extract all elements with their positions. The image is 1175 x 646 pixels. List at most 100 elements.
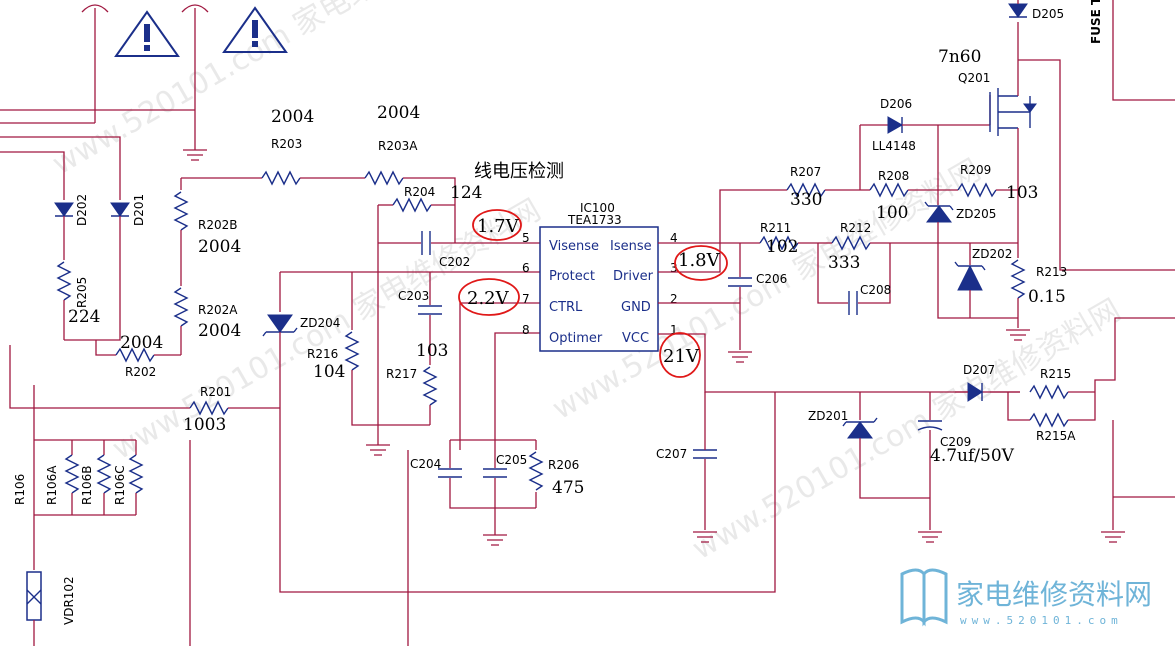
component-ref: ZD204	[300, 316, 340, 330]
component-value: 0.15	[1028, 287, 1066, 307]
component-ref: ZD205	[956, 207, 996, 221]
ground-icon	[728, 351, 752, 363]
component-ref: R106C	[113, 465, 127, 505]
ic-ref: IC100	[580, 201, 615, 215]
component-ref: R202	[125, 365, 156, 379]
r106-bank	[26, 385, 191, 646]
component-value: 475	[552, 478, 584, 498]
component-ref: C204	[410, 457, 441, 471]
ic-pin-number: 7	[522, 292, 530, 306]
component-ref: R207	[790, 165, 821, 179]
component-value: 104	[313, 362, 345, 382]
annotation-circle	[674, 245, 728, 281]
component-value: 1003	[183, 415, 226, 435]
fuse-label: FUSE T	[1089, 0, 1103, 44]
component-ref: R209	[960, 163, 991, 177]
component-ref: R204	[404, 185, 435, 199]
component-ref: D206	[880, 97, 912, 111]
component-value: 103	[1006, 183, 1038, 203]
component-ref: D205	[1032, 7, 1064, 21]
ic-pin-name: Isense	[610, 239, 652, 254]
ic-pin-number: 5	[522, 231, 530, 245]
component-ref: Q201	[958, 71, 990, 85]
ic-pin-name: Visense	[549, 239, 599, 254]
ic-pin-number: 6	[522, 261, 530, 275]
ic-pin-name: GND	[621, 300, 651, 315]
component-ref: R208	[878, 169, 909, 183]
ground-icon	[1006, 329, 1030, 341]
ic-pin-number: 1	[670, 323, 678, 337]
protect-network	[262, 271, 776, 593]
component-ref: D201	[132, 194, 146, 226]
site-logo: 家电维修资料网 www.520101.com	[900, 568, 1152, 627]
section-title: 线电压检测	[474, 161, 564, 182]
component-ref: C206	[756, 272, 787, 286]
component-ref: D202	[75, 194, 89, 226]
component-value: 330	[790, 190, 822, 210]
component-ref: ZD202	[972, 247, 1012, 261]
measurement-label: 1.8V	[678, 250, 721, 271]
ic-pin-number: 8	[522, 323, 530, 337]
component-value: 2004	[120, 333, 163, 353]
measurement-label: 1.7V	[477, 216, 520, 237]
labels: 线电压检测 1.7V 2.2V 1.8V 21V 2004 R203 2004 …	[13, 0, 1103, 625]
component-value: 103	[416, 341, 448, 361]
component-ref: R212	[840, 221, 871, 235]
component-ref: R215A	[1036, 429, 1076, 443]
annotation-circle	[659, 332, 701, 378]
watermark: www.520101.com 家电维修资料网	[47, 0, 487, 182]
ic-pin-number: 2	[670, 292, 678, 306]
measurement-label: 2.2V	[467, 288, 510, 309]
ground-icon	[918, 531, 942, 543]
component-ref: R203	[271, 137, 302, 151]
component-value: 100	[876, 203, 908, 223]
component-value: 224	[68, 307, 100, 327]
component-value: 2004	[198, 237, 241, 257]
mosfet-area	[859, 0, 1175, 341]
component-ref: VDR102	[62, 576, 76, 625]
component-ref: R206	[548, 458, 579, 472]
component-ref: C207	[656, 447, 687, 461]
component-ref: R106	[13, 474, 27, 505]
warning-area	[81, 4, 288, 161]
component-ref: D207	[963, 363, 995, 377]
measurement-label: 21V	[663, 346, 700, 367]
component-ref: C209	[940, 435, 971, 449]
warning-triangle-icon	[222, 6, 288, 53]
component-value: 2004	[271, 107, 314, 127]
component-ref: R216	[307, 347, 338, 361]
component-ref: C203	[398, 289, 429, 303]
component-value: 7n60	[938, 47, 981, 67]
ground-icon	[183, 149, 207, 161]
logo-text: 家电维修资料网	[956, 578, 1152, 611]
component-value: 4.7uf/50V	[930, 446, 1015, 466]
ic-pin-name: CTRL	[549, 300, 583, 315]
ic-pin-name: Protect	[549, 269, 595, 284]
component-ref: R213	[1036, 265, 1067, 279]
component-ref: R201	[200, 385, 231, 399]
ground-icon	[483, 534, 507, 546]
component-ref: R211	[760, 221, 791, 235]
left-wiring	[0, 109, 540, 425]
annotation-circle	[472, 209, 522, 241]
right-wiring	[658, 182, 1175, 543]
component-ref: R217	[386, 367, 417, 381]
ground-icon	[366, 444, 390, 456]
component-value: 333	[828, 253, 860, 273]
ground-icon	[1101, 531, 1125, 543]
measurement-marks	[458, 209, 728, 378]
warning-triangle-icon	[114, 10, 180, 57]
component-value: 124	[450, 183, 482, 203]
component-ref: C202	[439, 255, 470, 269]
component-value: LL4148	[872, 139, 916, 153]
varistor	[26, 571, 42, 621]
component-value: 2004	[198, 321, 241, 341]
component-value: 102	[766, 237, 798, 257]
component-ref: R205	[75, 277, 89, 308]
ic-pin-name: Optimer	[549, 331, 603, 346]
component-ref: ZD201	[808, 409, 848, 423]
component-ref: R202B	[198, 218, 237, 232]
component-ref: C205	[496, 453, 527, 467]
ic-pin-name: Driver	[613, 269, 654, 284]
